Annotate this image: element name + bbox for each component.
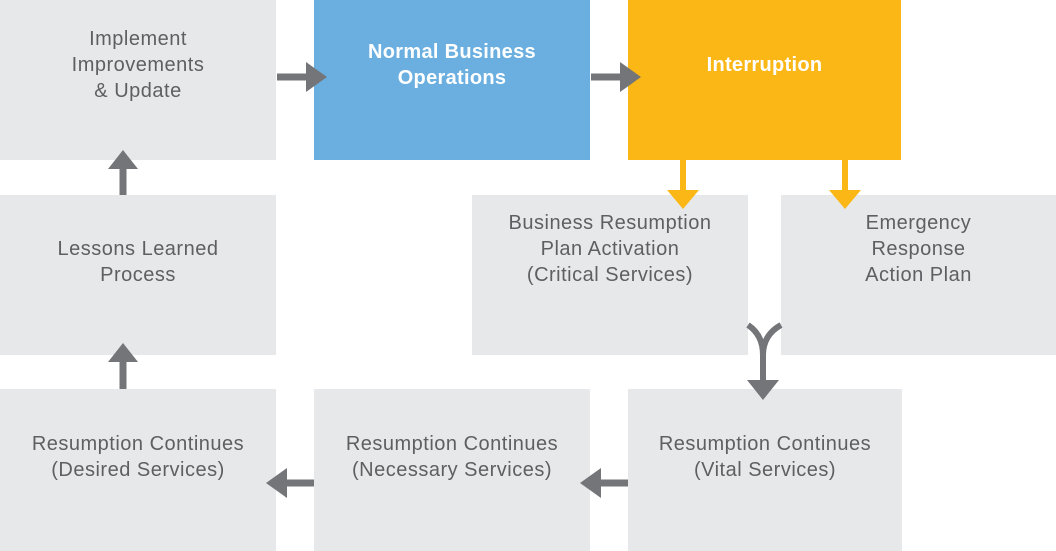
business-resumption-box: Business Resumption Plan Activation (Cri… [472, 195, 748, 355]
interruption-box: Interruption [628, 0, 901, 160]
implement-improvements-box: Implement Improvements & Update [0, 0, 276, 160]
normal-business-operations-label: Normal Business Operations [368, 41, 536, 89]
resumption-desired-label: Resumption Continues (Desired Services) [31, 433, 245, 481]
interruption-label: Interruption [706, 54, 823, 76]
resumption-vital-box: Resumption Continues (Vital Services) [628, 389, 902, 551]
emergency-response-label: Emergency Response Action Plan [865, 212, 972, 286]
resumption-necessary-label: Resumption Continues (Necessary Services… [345, 433, 559, 481]
business-resumption-label: Business Resumption Plan Activation (Cri… [508, 212, 712, 286]
implement-improvements-label: Implement Improvements & Update [71, 28, 205, 102]
emergency-response-box: Emergency Response Action Plan [781, 195, 1056, 355]
normal-business-operations-box: Normal Business Operations [314, 0, 590, 160]
lessons-learned-label: Lessons Learned Process [57, 238, 219, 286]
resumption-necessary-box: Resumption Continues (Necessary Services… [314, 389, 590, 551]
lessons-learned-box: Lessons Learned Process [0, 195, 276, 355]
resumption-vital-label: Resumption Continues (Vital Services) [658, 433, 872, 481]
resumption-desired-box: Resumption Continues (Desired Services) [0, 389, 276, 551]
